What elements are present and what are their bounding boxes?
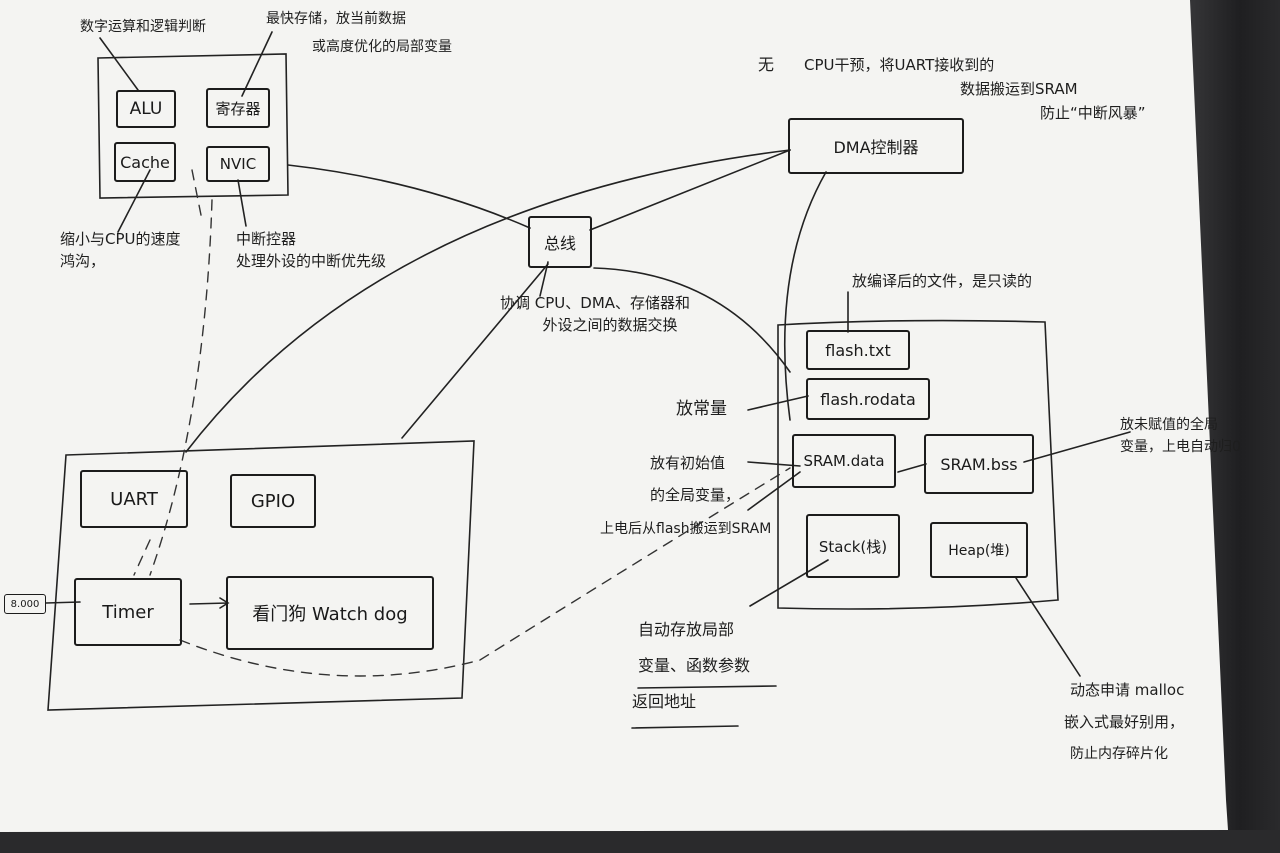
underline-stack-note (631, 685, 777, 729)
dma-controller-box: DMA控制器 (788, 118, 964, 174)
note-stack-line-2: 变量、函数参数 (638, 656, 751, 675)
note-heap-line-1: 动态申请 malloc (1070, 681, 1185, 699)
note-data-line-2: 的全局变量， (650, 486, 741, 504)
uart-box: UART (80, 470, 188, 528)
cpu-core-outline (97, 53, 289, 199)
sram-data-box: SRAM.data (792, 434, 896, 488)
note-bus-line-2: 外设之间的数据交换 (542, 316, 678, 334)
dashed-core-inner (191, 169, 203, 221)
note-dma-prefix: 无 (758, 55, 775, 74)
flash-rodata-box: flash.rodata (806, 378, 930, 420)
line-bus-peripherals (401, 263, 549, 439)
note-bss-line-1: 放未赋值的全局 (1120, 417, 1218, 433)
line-dma-memory (783, 171, 827, 421)
note-data-line-3: 上电后从flash搬运到SRAM (600, 521, 772, 537)
peripheral-block-outline (47, 440, 475, 711)
note-nvic: 中断控器 处理外设的中断优先级 (236, 228, 386, 272)
note-register-1: 最快存储，放当前数据 (266, 11, 406, 27)
leader-bss (1023, 431, 1131, 463)
register-box: 寄存器 (206, 88, 270, 128)
note-stack: 自动存放局部 变量、函数参数 返回地址 (632, 612, 751, 720)
desk-background-bottom (0, 830, 1280, 853)
note-bus: 协调 CPU、DMA、存储器和 外设之间的数据交换 (500, 292, 690, 336)
alu-box: ALU (116, 90, 176, 128)
note-arithmetic-logic: 数字运算和逻辑判断 (80, 19, 206, 35)
line-bus-memory (593, 267, 791, 373)
note-dma-line-3: 防止“中断风暴” (1040, 104, 1146, 122)
crystal-oscillator: 8.000 (4, 594, 46, 614)
note-cache-line-1: 缩小与CPU的速度 (60, 230, 181, 248)
note-register-2: 或高度优化的局部变量 (312, 39, 452, 55)
line-uart-dma (185, 149, 791, 453)
note-dma-line-2: 数据搬运到SRAM (960, 80, 1078, 98)
cache-box: Cache (114, 142, 176, 182)
timer-box: Timer (74, 578, 182, 646)
leader-register (241, 31, 273, 97)
note-nvic-line-2: 处理外设的中断优先级 (236, 252, 387, 270)
heap-box: Heap(堆) (930, 522, 1028, 578)
watchdog-box: 看门狗 Watch dog (226, 576, 434, 650)
leader-heap (1015, 577, 1081, 677)
leader-data-2 (747, 471, 801, 511)
line-bus-dma (589, 149, 791, 231)
note-cache: 缩小与CPU的速度 鸿沟， (60, 228, 181, 272)
line-data-bss (897, 463, 927, 473)
note-heap-line-3: 防止内存碎片化 (1070, 746, 1168, 762)
note-flash-readonly: 放编译后的文件，是只读的 (852, 272, 1033, 290)
note-nvic-line-1: 中断控器 (236, 230, 297, 248)
note-heap-line-2: 嵌入式最好别用， (1064, 713, 1185, 731)
sram-bss-box: SRAM.bss (924, 434, 1034, 494)
dashed-uart-timer (133, 539, 151, 576)
note-cache-line-2: 鸿沟， (60, 252, 106, 270)
leader-const (747, 395, 809, 411)
note-data-line-1: 放有初始值 (650, 454, 726, 472)
leader-nvic (237, 179, 247, 227)
dashed-core-to-timer (149, 199, 213, 576)
nvic-box: NVIC (206, 146, 270, 182)
note-bss: 放未赋值的全局 变量，上电自动归0 (1120, 414, 1241, 458)
note-heap: 动态申请 malloc 嵌入式最好别用， 防止内存碎片化 (1064, 674, 1185, 770)
dashed-timer-to-memory (179, 467, 791, 677)
note-dma-line-1: CPU干预，将UART接收到的 (804, 56, 995, 74)
leader-data-1 (747, 461, 801, 467)
leader-arith-alu (99, 37, 139, 91)
note-stack-line-1: 自动存放局部 (638, 620, 735, 639)
memory-map-outline (777, 319, 1059, 610)
paper-sheet (0, 0, 1228, 832)
note-bss-line-2: 变量，上电自动归0 (1120, 439, 1241, 455)
arrow-timer-watchdog (189, 597, 230, 609)
gpio-box: GPIO (230, 474, 316, 528)
bus-box: 总线 (528, 216, 592, 268)
leader-stack (749, 559, 829, 607)
stack-box: Stack(栈) (806, 514, 900, 578)
note-constants: 放常量 (676, 399, 727, 419)
flash-txt-box: flash.txt (806, 330, 910, 370)
line-nvic-bus (287, 164, 531, 229)
note-stack-line-3: 返回地址 (632, 692, 697, 711)
note-bus-line-1: 协调 CPU、DMA、存储器和 (500, 294, 691, 312)
